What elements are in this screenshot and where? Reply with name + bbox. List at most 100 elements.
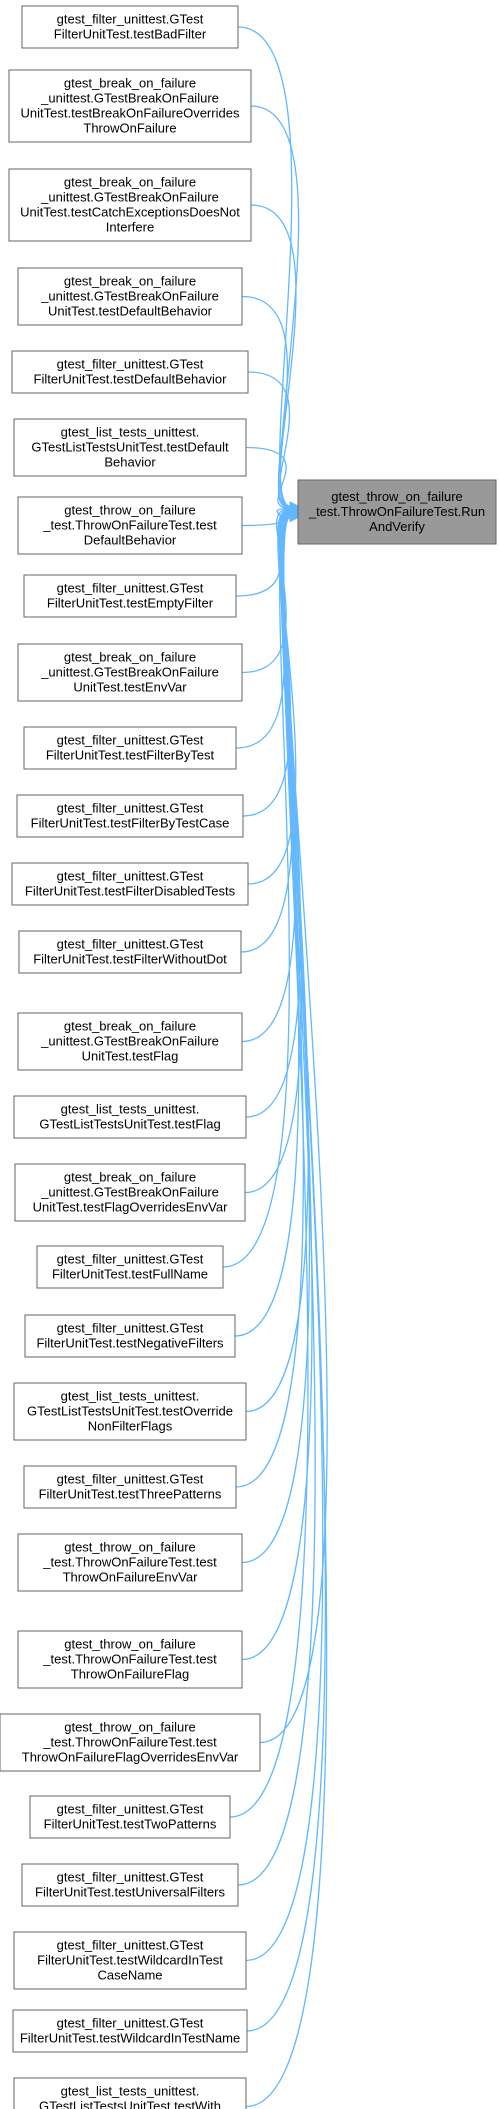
caller-node-label: ThrowOnFailureEnvVar — [63, 1570, 199, 1585]
caller-node[interactable]: gtest_list_tests_unittest.GTestListTests… — [13, 2077, 247, 2109]
call-edges — [222, 26, 328, 2108]
caller-node[interactable]: gtest_break_on_failure_unittest.GTestBre… — [17, 267, 243, 326]
caller-node[interactable]: gtest_filter_unittest.GTestFilterUnitTes… — [18, 930, 242, 974]
caller-node-label: _test.ThrowOnFailureTest.test — [42, 1735, 217, 1750]
caller-node-label: gtest_list_tests_unittest. — [61, 425, 200, 440]
caller-node-label: gtest_filter_unittest.GTest — [57, 937, 204, 952]
caller-node-label: UnitTest.testFlag — [82, 1049, 179, 1064]
caller-node-label: gtest_filter_unittest.GTest — [57, 1252, 204, 1267]
caller-node-label: FilterUnitTest.testThreePatterns — [39, 1487, 222, 1502]
caller-node[interactable]: gtest_filter_unittest.GTestFilterUnitTes… — [36, 1245, 224, 1289]
target-node-label: gtest_throw_on_failure — [331, 489, 463, 504]
caller-node-box — [24, 1314, 236, 1358]
caller-node-box — [12, 2009, 248, 2053]
caller-node[interactable]: gtest_list_tests_unittest.GTestListTests… — [13, 1095, 247, 1139]
caller-node[interactable]: gtest_filter_unittest.GTestFilterUnitTes… — [12, 2009, 248, 2053]
caller-node-label: _unittest.GTestBreakOnFailure — [40, 1185, 219, 1200]
caller-node-label: _unittest.GTestBreakOnFailure — [40, 665, 219, 680]
caller-node-label: gtest_break_on_failure — [64, 1170, 196, 1185]
caller-node[interactable]: gtest_filter_unittest.GTestFilterUnitTes… — [24, 1314, 236, 1358]
target-node-box — [297, 479, 497, 545]
caller-node-label: gtest_throw_on_failure — [64, 503, 196, 518]
caller-node-label: UnitTest.testCatchExceptionsDoesNot — [20, 205, 240, 220]
caller-node-label: gtest_filter_unittest.GTest — [57, 801, 204, 816]
caller-node-box — [29, 1795, 231, 1839]
caller-node-label: gtest_filter_unittest.GTest — [57, 1802, 204, 1817]
caller-node-label: NonFilterFlags — [88, 1419, 173, 1434]
caller-node-label: GTestListTestsUnitTest.testDefault — [31, 440, 229, 455]
caller-node-box — [21, 1863, 239, 1907]
caller-node-label: gtest_break_on_failure — [64, 1019, 196, 1034]
caller-node-label: _unittest.GTestBreakOnFailure — [40, 91, 219, 106]
caller-node-box — [23, 1465, 237, 1509]
caller-node-box — [8, 168, 252, 242]
caller-node[interactable]: gtest_list_tests_unittest.GTestListTests… — [13, 418, 247, 477]
caller-node[interactable]: gtest_filter_unittest.GTestFilterUnitTes… — [11, 862, 249, 906]
caller-node-label: _test.ThrowOnFailureTest.test — [42, 1555, 217, 1570]
caller-node[interactable]: gtest_break_on_failure_unittest.GTestBre… — [14, 1163, 246, 1222]
caller-node-box — [23, 574, 237, 618]
caller-node[interactable]: gtest_filter_unittest.GTestFilterUnitTes… — [13, 1931, 247, 1990]
caller-node[interactable]: gtest_list_tests_unittest.GTestListTests… — [13, 1382, 247, 1441]
caller-node-label: gtest_filter_unittest.GTest — [57, 1938, 204, 1953]
caller-node-box — [13, 2077, 247, 2109]
caller-node-label: DefaultBehavior — [84, 533, 177, 548]
caller-node-label: _unittest.GTestBreakOnFailure — [40, 289, 219, 304]
caller-node-box — [13, 418, 247, 477]
caller-node[interactable]: gtest_break_on_failure_unittest.GTestBre… — [17, 643, 243, 702]
caller-node-label: FilterUnitTest.testFilterDisabledTests — [25, 884, 236, 899]
caller-node-label: ThrowOnFailureFlagOverridesEnvVar — [22, 1750, 239, 1765]
caller-node-box — [13, 1095, 247, 1139]
caller-node[interactable]: gtest_break_on_failure_unittest.GTestBre… — [8, 168, 252, 242]
caller-node-label: UnitTest.testEnvVar — [73, 680, 187, 695]
call-edge — [242, 509, 292, 817]
caller-node-label: _test.ThrowOnFailureTest.test — [42, 1652, 217, 1667]
caller-node-label: FilterUnitTest.testBadFilter — [54, 27, 207, 42]
caller-node-label: FilterUnitTest.testWildcardInTestName — [20, 2031, 240, 2046]
call-edge — [245, 516, 328, 2108]
call-edge — [222, 512, 291, 1268]
caller-node-label: FilterUnitTest.testUniversalFilters — [35, 1885, 225, 1900]
caller-node[interactable]: gtest_throw_on_failure_test.ThrowOnFailu… — [17, 1533, 243, 1592]
call-edge — [240, 510, 294, 953]
caller-node[interactable]: gtest_filter_unittest.GTestFilterUnitTes… — [23, 726, 237, 770]
caller-node[interactable]: gtest_filter_unittest.GTestFilterUnitTes… — [16, 794, 244, 838]
caller-node-label: gtest_filter_unittest.GTest — [57, 2016, 204, 2031]
call-edge-arrowhead — [289, 512, 300, 523]
caller-node-box — [17, 1012, 243, 1071]
caller-node-label: ThrowOnFailureFlag — [71, 1667, 190, 1682]
caller-node[interactable]: gtest_filter_unittest.GTestFilterUnitTes… — [21, 1863, 239, 1907]
caller-node[interactable]: gtest_filter_unittest.GTestFilterUnitTes… — [23, 1465, 237, 1509]
call-edge — [241, 295, 291, 508]
call-edge — [245, 446, 291, 509]
caller-node[interactable]: gtest_filter_unittest.GTestFilterUnitTes… — [29, 1795, 231, 1839]
caller-node-label: gtest_throw_on_failure — [64, 1720, 196, 1735]
caller-node[interactable]: gtest_filter_unittest.GTestFilterUnitTes… — [23, 574, 237, 618]
target-node[interactable]: gtest_throw_on_failure_test.ThrowOnFailu… — [297, 479, 497, 545]
caller-node-box — [11, 350, 249, 394]
call-edge — [241, 510, 297, 1043]
caller-node[interactable]: gtest_throw_on_failure_test.ThrowOnFailu… — [17, 1630, 243, 1689]
caller-node-box — [17, 1630, 243, 1689]
caller-node-label: FilterUnitTest.testWildcardInTest — [37, 1953, 223, 1968]
caller-node-box — [23, 726, 237, 770]
caller-node-label: gtest_break_on_failure — [64, 274, 196, 289]
caller-node-label: CaseName — [97, 1968, 162, 1983]
caller-node-label: gtest_list_tests_unittest. — [61, 1389, 200, 1404]
caller-node[interactable]: gtest_break_on_failure_unittest.GTestBre… — [8, 69, 252, 143]
caller-node[interactable]: gtest_break_on_failure_unittest.GTestBre… — [17, 1012, 243, 1071]
caller-node-label: Behavior — [104, 455, 156, 470]
caller-node[interactable]: gtest_filter_unittest.GTestFilterUnitTes… — [21, 5, 239, 49]
caller-node[interactable]: gtest_throw_on_failure_test.ThrowOnFailu… — [17, 496, 243, 555]
caller-node-label: FilterUnitTest.testFilterWithoutDot — [33, 952, 227, 967]
caller-node-label: ThrowOnFailure — [83, 121, 176, 136]
caller-node-label: FilterUnitTest.testFullName — [52, 1267, 208, 1282]
caller-node-label: gtest_filter_unittest.GTest — [57, 869, 204, 884]
caller-node-label: gtest_filter_unittest.GTest — [57, 357, 204, 372]
call-edge — [250, 204, 297, 508]
caller-node-label: gtest_filter_unittest.GTest — [57, 1472, 204, 1487]
caller-node[interactable]: gtest_throw_on_failure_test.ThrowOnFailu… — [0, 1713, 261, 1772]
caller-node-label: UnitTest.testBreakOnFailureOverrides — [21, 106, 240, 121]
caller-node[interactable]: gtest_filter_unittest.GTestFilterUnitTes… — [11, 350, 249, 394]
